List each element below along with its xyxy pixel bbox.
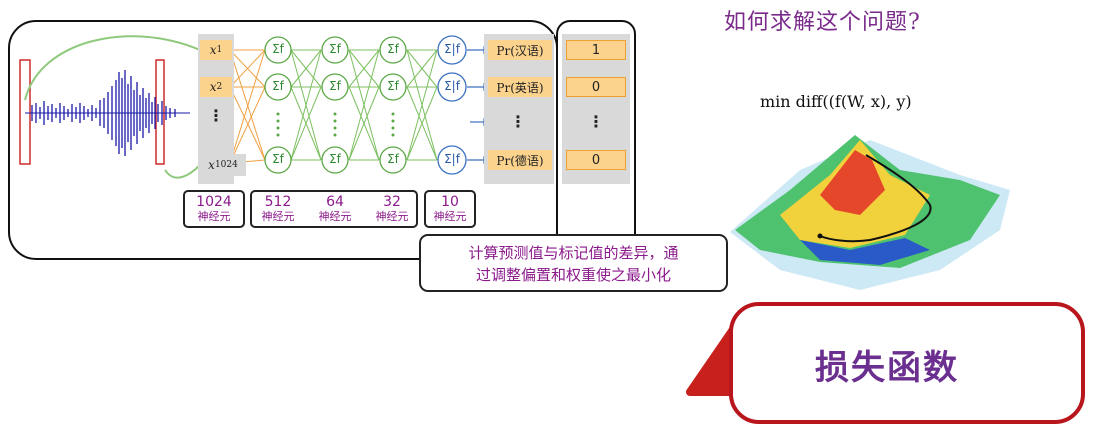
neuron-label: Σf: [272, 152, 284, 166]
input-arrow-bottom: [164, 164, 201, 179]
neuron-label: Σf: [329, 152, 341, 166]
objective-formula: min diff((f(W, x), y): [760, 92, 912, 111]
layer-count-number: 512: [264, 194, 292, 210]
input-sub-1: 1: [216, 45, 223, 55]
result-ellipsis: ⋮: [588, 112, 604, 131]
loss-explanation-callout: 计算预测值与标记值的差异，通 过调整偏置和权重使之最小化: [419, 234, 728, 292]
layer-count-l4: 32 神经元: [370, 192, 414, 224]
output-label-chinese: Pr(汉语): [488, 40, 552, 60]
layer-count-input: 1024 神经元: [183, 190, 245, 228]
output-neuron-label: Σ|f: [444, 79, 460, 93]
neuron-label: Σf: [272, 42, 284, 56]
input-sub-2: 2: [216, 82, 223, 92]
neuron-out-1: [437, 35, 467, 65]
neuron-l3-2: [321, 73, 349, 101]
neuron-label: Σf: [329, 79, 341, 93]
neuron-out-2: [437, 72, 467, 102]
callout-line-2: 过调整偏置和权重使之最小化: [475, 266, 671, 284]
input-sub-1024: 1024: [214, 160, 238, 170]
result-value-chinese: 1: [566, 40, 626, 60]
neuron-l2-2: [264, 73, 292, 101]
output-ellipsis: ⋮: [510, 112, 526, 131]
neuron-l2-3: [264, 146, 292, 174]
neuron-out-3: [437, 145, 467, 175]
layer-count-hidden: [250, 190, 418, 228]
layer-count-label: 神经元: [375, 210, 409, 223]
layer-count-l3: 64 神经元: [313, 192, 357, 224]
neuron-l3-3: [321, 146, 349, 174]
input-var-label: x: [209, 43, 217, 57]
input-var-label: x: [209, 80, 217, 94]
output-neuron-label: Σ|f: [444, 42, 460, 56]
waveform-right-marker: [155, 59, 165, 165]
loss-function-box: [729, 302, 1085, 424]
layer-count-number: 32: [383, 194, 401, 210]
layer-count-number: 1024: [196, 194, 232, 210]
input-var-label: x: [208, 158, 215, 172]
neuron-label: Σf: [387, 152, 399, 166]
layer-count-l2: 512 神经元: [256, 192, 300, 224]
layer-count-number: 64: [326, 194, 344, 210]
waveform-left-marker: [19, 59, 31, 165]
layer-count-label: 神经元: [318, 210, 352, 223]
neuron-label: Σf: [329, 42, 341, 56]
result-value-german: 0: [566, 150, 626, 170]
neuron-l3-1: [321, 36, 349, 64]
layer-count-label: 神经元: [261, 210, 295, 223]
neuron-l4-3: [379, 146, 407, 174]
audio-waveform-icon: [25, 70, 190, 156]
neuron-label: Σf: [387, 42, 399, 56]
neuron-l4-1: [379, 36, 407, 64]
layer-count-output: 10 神经元: [424, 190, 476, 228]
neuron-l2-1: [264, 36, 292, 64]
question-title: 如何求解这个问题?: [724, 10, 921, 35]
layer-count-label: 神经元: [197, 210, 231, 223]
output-neuron-label: Σ|f: [444, 152, 460, 166]
result-value-english: 0: [566, 77, 626, 97]
neuron-label: Σf: [272, 79, 284, 93]
output-label-german: Pr(德语): [488, 150, 552, 170]
layer-count-label: 神经元: [433, 210, 467, 223]
callout-line-1: 计算预测值与标记值的差异，通: [468, 244, 679, 262]
neuron-label: Σf: [387, 79, 399, 93]
loss-function-title: 损失函数: [815, 348, 959, 388]
input-ellipsis: ⋮: [208, 106, 224, 125]
loss-surface-image: [730, 135, 1010, 290]
layer-count-number: 10: [441, 194, 459, 210]
output-label-english: Pr(英语): [488, 77, 552, 97]
input-arrow-top: [24, 35, 201, 101]
neuron-l4-2: [379, 73, 407, 101]
